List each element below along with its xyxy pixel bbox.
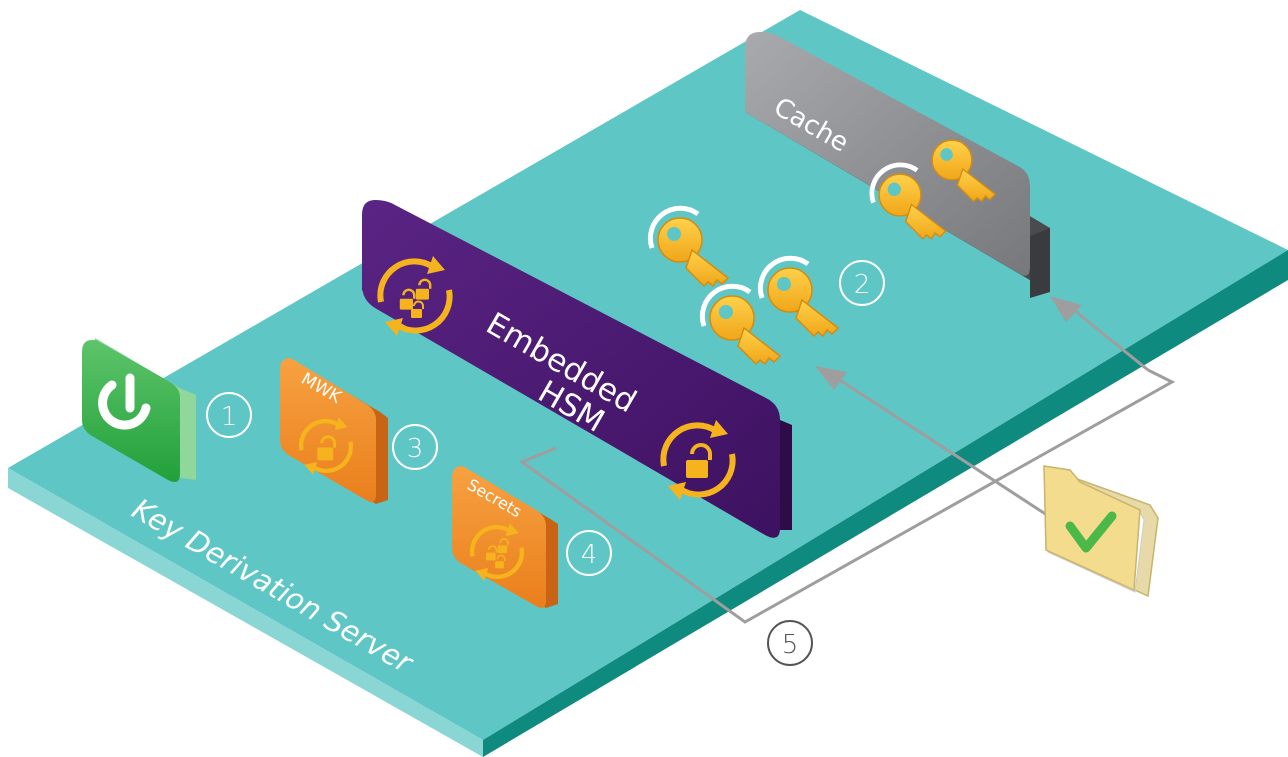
power-button[interactable] (82, 338, 196, 482)
power-icon (98, 373, 151, 430)
embedded-hsm-block: Embedded HSM (362, 200, 792, 538)
step-1-marker: 1 (206, 392, 252, 438)
step-3-marker: 3 (392, 424, 438, 470)
secrets-tile: Secrets (452, 466, 558, 608)
svg-text:3: 3 (407, 434, 424, 464)
flow-line-hsm (518, 368, 1176, 624)
flow-line-keys (825, 369, 1071, 532)
svg-text:2: 2 (854, 270, 871, 300)
folder-check-icon[interactable] (1043, 465, 1159, 598)
step-5-marker: 5 (767, 620, 813, 666)
cache-block: Cache (745, 32, 1050, 298)
arrow-to-cache (1050, 296, 1082, 322)
platform-side-edge (8, 468, 483, 757)
svg-text:1: 1 (221, 402, 238, 432)
svg-text:4: 4 (581, 540, 598, 570)
step-2-marker: 2 (839, 260, 885, 306)
step-4-marker: 4 (566, 530, 612, 576)
svg-text:5: 5 (782, 630, 799, 660)
flow-lines (518, 300, 1176, 624)
flow-line-cache (1063, 300, 1149, 372)
platform-front-edge (483, 250, 1288, 757)
arrow-to-keys (815, 366, 847, 390)
